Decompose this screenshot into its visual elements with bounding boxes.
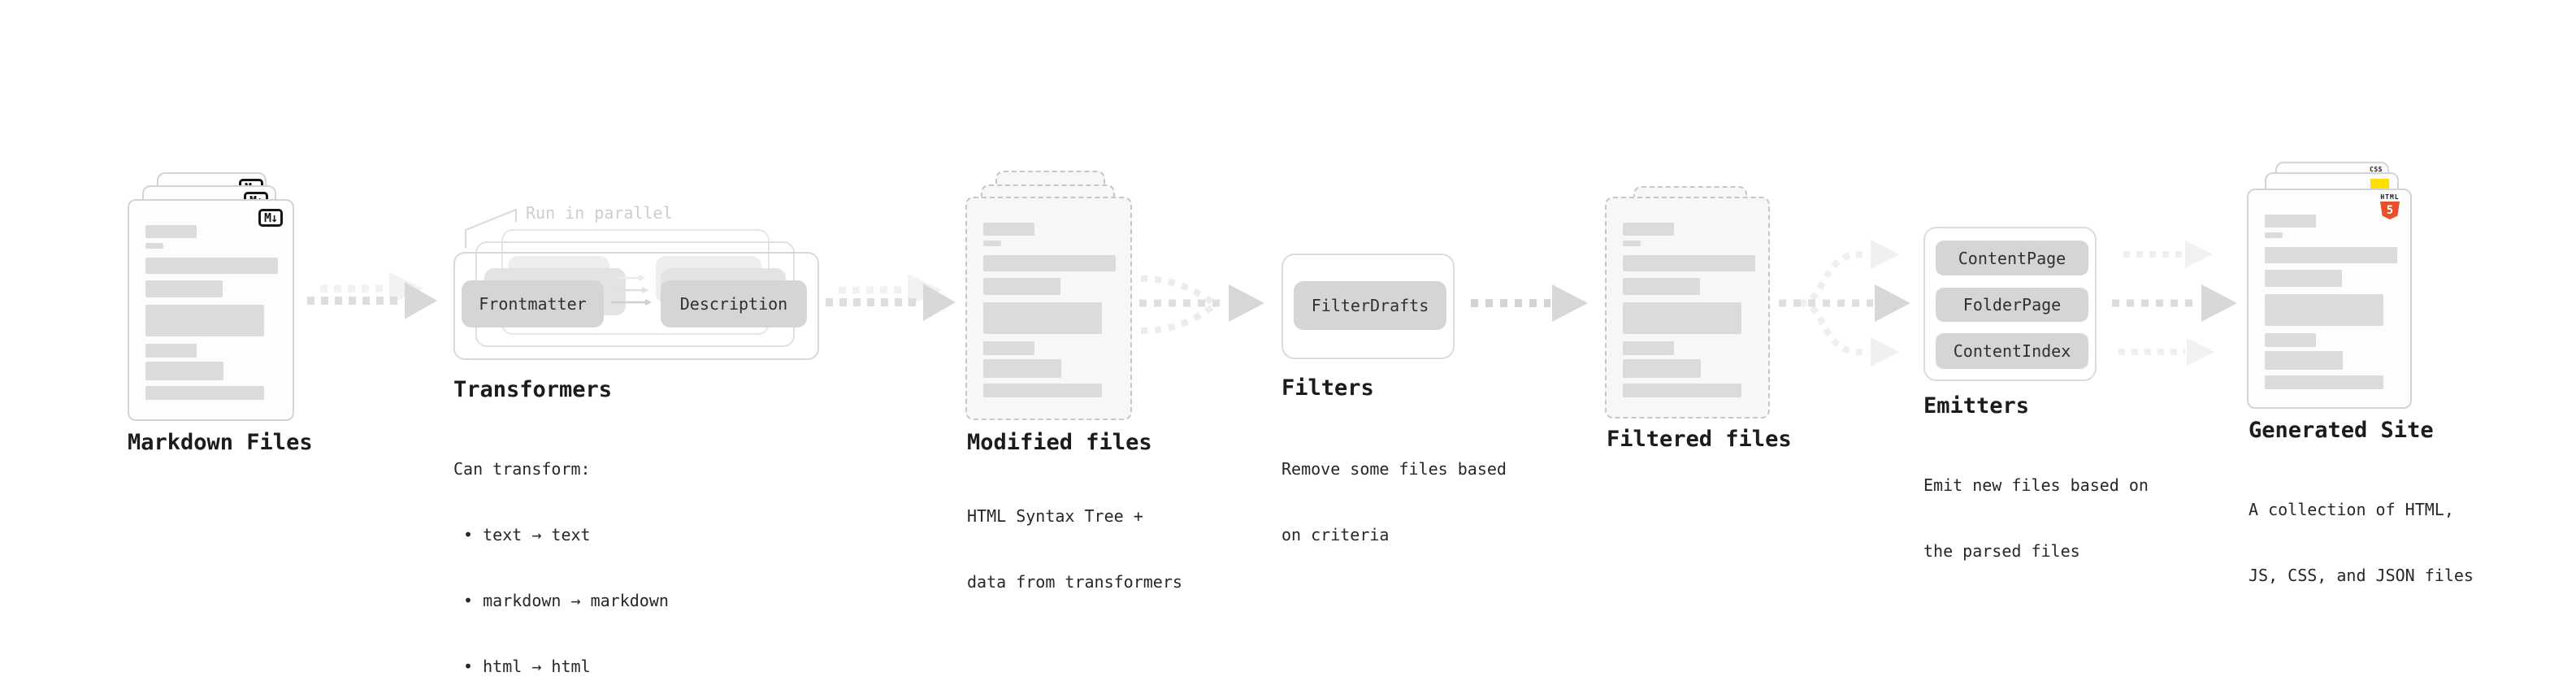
transformer-pill-frontmatter: Frontmatter	[462, 280, 604, 327]
emitter-pill-contentpage: ContentPage	[1936, 241, 2088, 275]
stage-label-transformers: Transformers	[453, 377, 613, 402]
generated-file-card-html: HTML 5	[2247, 189, 2412, 409]
transformers-description: Can transform: • text → text • markdown …	[453, 414, 669, 681]
skeleton-bar	[1623, 359, 1701, 378]
desc-line: • html → html	[453, 657, 591, 676]
emitters-description: Emit new files based on the parsed files	[1923, 431, 2149, 606]
emitters-box: ContentPage FolderPage ContentIndex	[1923, 227, 2097, 381]
filtered-file-card-front	[1605, 197, 1770, 419]
filters-description: Remove some files based on criteria	[1281, 414, 1507, 590]
desc-line: A collection of HTML,	[2249, 500, 2454, 519]
skeleton-bar	[983, 223, 1034, 236]
skeleton-bar	[2265, 375, 2383, 389]
arrow-filters-to-filtered	[1471, 284, 1588, 322]
skeleton-bar	[983, 278, 1060, 295]
skeleton-bar	[145, 258, 278, 274]
skeleton-bar	[2265, 270, 2342, 287]
arrow-transformers-to-modified	[826, 274, 956, 321]
skeleton-bar	[145, 305, 264, 336]
skeleton-bar	[2265, 215, 2316, 228]
skeleton-bar	[1623, 278, 1700, 295]
arrow-emitters-to-generated	[2112, 241, 2237, 366]
skeleton-bar	[145, 280, 223, 297]
emitter-pill-folderpage: FolderPage	[1936, 288, 2088, 322]
skeleton-bar	[983, 302, 1102, 334]
skeleton-bar	[145, 225, 197, 238]
html5-icon-shield: 5	[2380, 202, 2400, 219]
modified-files-description: HTML Syntax Tree + data from transformer…	[967, 462, 1182, 637]
skeleton-bar	[983, 241, 1001, 246]
arrow-filtered-to-emitters	[1779, 240, 1910, 367]
skeleton-bar	[983, 359, 1061, 378]
annotation-leader-line	[465, 208, 517, 248]
desc-line: Remove some files based	[1281, 459, 1507, 479]
markdown-file-card-front: M↓	[128, 199, 294, 421]
skeleton-bar	[1623, 302, 1741, 334]
stage-label-filters: Filters	[1281, 375, 1374, 401]
desc-line: • markdown → markdown	[453, 591, 669, 610]
transformer-pill-description: Description	[661, 280, 807, 327]
desc-line: data from transformers	[967, 572, 1182, 592]
skeleton-bar	[145, 243, 163, 249]
skeleton-bar	[1623, 384, 1741, 397]
desc-line: JS, CSS, and JSON files	[2249, 566, 2474, 585]
skeleton-bar	[2265, 294, 2383, 326]
stage-label-markdown-files: Markdown Files	[128, 430, 313, 455]
skeleton-bar	[145, 344, 197, 358]
skeleton-bar	[983, 255, 1116, 271]
generated-site-description: A collection of HTML, JS, CSS, and JSON …	[2249, 455, 2474, 631]
desc-line: HTML Syntax Tree +	[967, 506, 1143, 526]
skeleton-bar	[1623, 223, 1674, 236]
stage-label-modified-files: Modified files	[967, 430, 1152, 455]
skeleton-bar	[983, 384, 1102, 397]
skeleton-bar	[145, 386, 264, 400]
arrow-markdown-to-transformers	[307, 272, 437, 319]
desc-line: the parsed files	[1923, 541, 2080, 561]
html5-icon-word: HTML	[2380, 193, 2400, 201]
arrow-modified-to-filters	[1139, 275, 1264, 334]
skeleton-bar	[1623, 241, 1641, 246]
js-icon	[2370, 179, 2389, 190]
emitter-pill-contentindex: ContentIndex	[1936, 333, 2088, 369]
transformer-layer-box-front	[453, 252, 819, 360]
run-in-parallel-annotation: Run in parallel	[526, 203, 673, 223]
css-icon-label: CSS	[2370, 166, 2383, 173]
skeleton-bar	[1623, 255, 1755, 271]
skeleton-bar	[2265, 351, 2343, 370]
skeleton-bar	[2265, 333, 2316, 347]
desc-line: • text → text	[453, 525, 591, 544]
skeleton-bar	[983, 341, 1034, 355]
stage-label-generated-site: Generated Site	[2249, 418, 2434, 443]
markdown-icon: M↓	[258, 209, 283, 227]
desc-line: Can transform:	[453, 459, 591, 479]
stage-label-emitters: Emitters	[1923, 393, 2030, 419]
skeleton-bar	[2265, 232, 2283, 238]
html5-icon: HTML 5	[2379, 194, 2400, 219]
skeleton-bar	[1623, 341, 1674, 355]
modified-file-card-front	[965, 197, 1132, 420]
desc-line: Emit new files based on	[1923, 475, 2149, 495]
stage-label-filtered-files: Filtered files	[1607, 427, 1792, 452]
skeleton-bar	[2265, 247, 2397, 263]
filters-box: FilterDrafts	[1281, 254, 1455, 359]
transformer-pill-arrows	[611, 275, 652, 306]
desc-line: on criteria	[1281, 525, 1390, 544]
filter-pill-filterdrafts: FilterDrafts	[1294, 281, 1446, 330]
skeleton-bar	[145, 362, 223, 380]
